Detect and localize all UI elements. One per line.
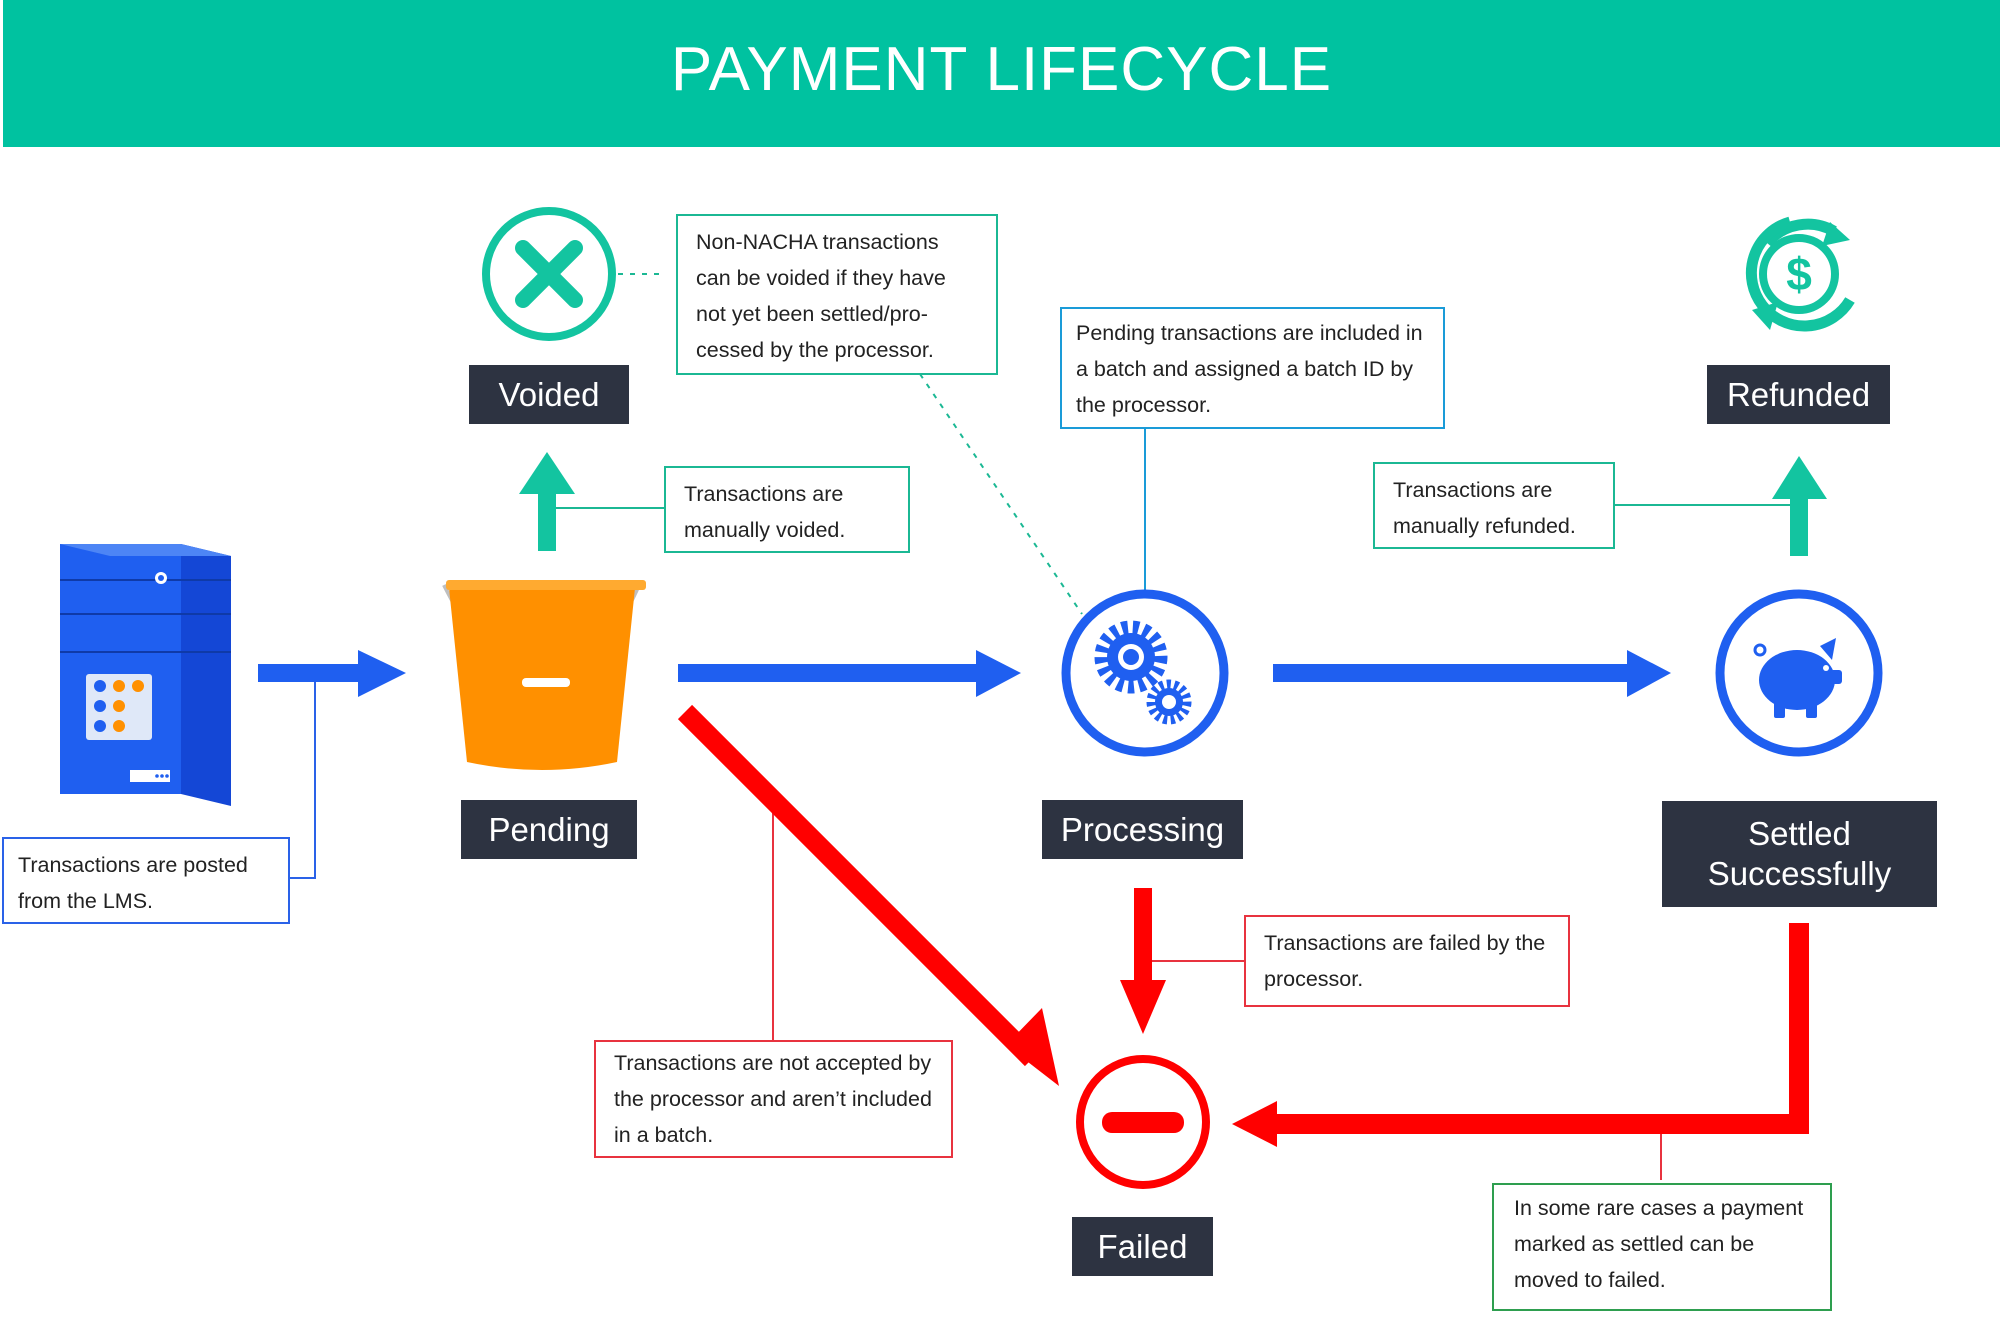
note-voided-manual: Transactions are manually voided. bbox=[664, 466, 910, 553]
header-bar: PAYMENT LIFECYCLE bbox=[3, 0, 2000, 147]
state-failed-label: Failed bbox=[1072, 1217, 1213, 1276]
page-title: PAYMENT LIFECYCLE bbox=[670, 35, 1333, 104]
arrow-settled-failed-head bbox=[1232, 1101, 1277, 1147]
svg-text:$: $ bbox=[1786, 248, 1812, 300]
arrow-settled-failed-shaft bbox=[1266, 923, 1809, 1134]
state-settled-label: Settled Successfully bbox=[1662, 801, 1937, 907]
arrow-processing-failed-head bbox=[1120, 980, 1166, 1034]
minus-circle-icon bbox=[1076, 1055, 1210, 1189]
piggy-bank-icon bbox=[1715, 589, 1883, 757]
note-not-accepted: Transactions are not accepted by the pro… bbox=[594, 1040, 953, 1158]
state-voided-label: Voided bbox=[469, 365, 629, 424]
note-refunded-manual: Transactions are manually refunded. bbox=[1373, 462, 1615, 549]
connector-non-nacha-diag bbox=[919, 373, 1083, 615]
server-icon bbox=[60, 544, 231, 806]
note-non-nacha: Non-NACHA transactions can be voided if … bbox=[676, 214, 998, 375]
connector-posted bbox=[288, 673, 316, 879]
arrow-pending-processing-shaft bbox=[678, 664, 984, 682]
arrow-server-pending-head bbox=[358, 650, 406, 697]
note-rare-cases: In some rare cases a payment marked as s… bbox=[1492, 1183, 1832, 1311]
note-posted: Transactions are posted from the LMS. bbox=[2, 837, 290, 924]
arrow-pending-failed-shaft bbox=[677, 704, 1040, 1067]
arrow-voided-shaft bbox=[538, 487, 556, 551]
close-circle-icon bbox=[482, 207, 616, 341]
arrow-refunded-shaft bbox=[1790, 492, 1808, 556]
arrow-pending-processing-head bbox=[976, 650, 1021, 697]
dollar-refresh-icon: $ bbox=[1745, 216, 1855, 332]
note-batch: Pending transactions are included in a b… bbox=[1060, 307, 1445, 429]
arrow-server-pending-shaft bbox=[258, 664, 364, 682]
bucket-icon bbox=[442, 580, 646, 770]
arrow-processing-settled-head bbox=[1627, 650, 1671, 697]
arrow-pending-failed-head bbox=[1006, 1008, 1059, 1086]
note-failed-processor: Transactions are failed by the processor… bbox=[1244, 915, 1570, 1007]
gears-icon bbox=[1061, 589, 1229, 757]
arrow-voided-head bbox=[519, 452, 575, 494]
state-pending-label: Pending bbox=[461, 800, 637, 859]
state-refunded-label: Refunded bbox=[1707, 365, 1890, 424]
arrow-processing-settled-shaft bbox=[1273, 664, 1635, 682]
arrow-processing-failed-shaft bbox=[1134, 888, 1152, 984]
state-processing-label: Processing bbox=[1042, 800, 1243, 859]
arrow-refunded-head bbox=[1772, 456, 1827, 499]
